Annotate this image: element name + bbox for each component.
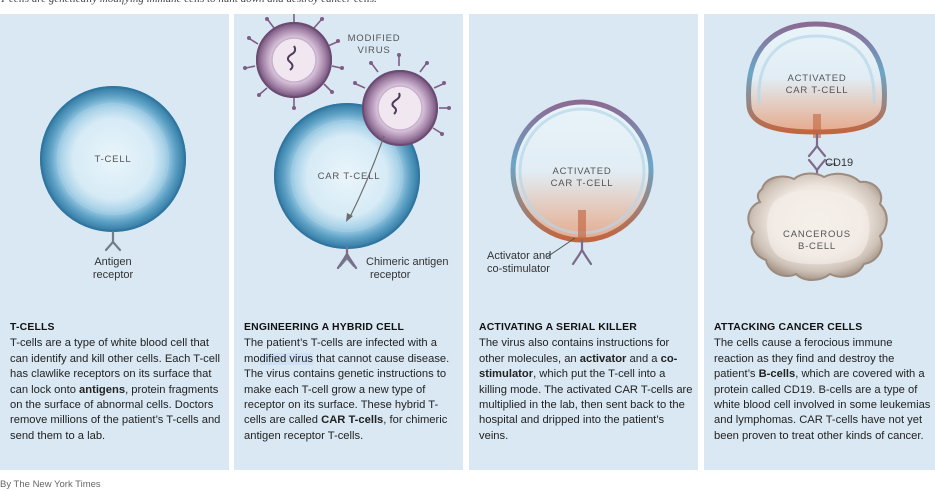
activator-caption: Activator and co-stimulator	[487, 250, 552, 275]
modified-virus-icon	[243, 14, 344, 110]
car-receptor-icon	[807, 132, 827, 158]
credit-line: By The New York Times	[0, 479, 101, 490]
t-cell-label: T-CELL	[94, 154, 132, 165]
cancerous-b-cell-label: CANCEROUS B-CELL	[783, 229, 851, 252]
activated-cell-label: ACTIVATED CAR T-CELL	[550, 166, 614, 189]
panel-activating: ACTIVATED CAR T-CELL Activator and co-st…	[469, 14, 698, 470]
t-cell-illustration	[40, 86, 186, 252]
panel-text: T-CELLS T-cells are a type of white bloo…	[10, 320, 225, 444]
panel-text: ATTACKING CANCER CELLS The cells cause a…	[714, 320, 934, 444]
panel-heading: ATTACKING CANCER CELLS	[714, 322, 863, 333]
car-t-cell-illustration	[243, 14, 451, 270]
panel-attacking: ACTIVATED CAR T-CELL CD19 CANCEROUS B-CE…	[704, 14, 935, 470]
intro-text: T-cells are genetically modifying immune…	[0, 0, 935, 9]
panel-body: T-cells are a type of white blood cell t…	[10, 337, 221, 442]
text-selection: dified virus	[259, 352, 314, 365]
activated-cell-illustration	[510, 99, 654, 266]
activator-receptor-icon	[571, 238, 593, 266]
car-t-cell-label: CAR T-CELL	[317, 171, 381, 182]
panel-body: The virus also contains instructions for…	[479, 337, 693, 442]
panel-body: The cells cause a ferocious immune react…	[714, 337, 931, 442]
activator-pointer	[546, 237, 576, 258]
panel-heading: ACTIVATING A SERIAL KILLER	[479, 322, 637, 333]
panel-t-cells: T-CELL Antigen receptor T-CELLS T-cells …	[0, 14, 229, 470]
insertion-arrow-icon	[349, 135, 385, 218]
panel-text: ENGINEERING A HYBRID CELL The patient’s …	[244, 320, 459, 444]
modified-virus-label: MODIFIED VIRUS	[347, 33, 401, 56]
attack-illustration	[746, 21, 888, 281]
panel-heading: ENGINEERING A HYBRID CELL	[244, 322, 405, 333]
panel-engineering: MODIFIED VIRUS CAR T-CELL Chimeric antig…	[234, 14, 463, 470]
cd19-caption: CD19	[825, 157, 854, 169]
chimeric-receptor-icon	[336, 245, 358, 270]
panel-heading: T-CELLS	[10, 322, 55, 333]
chimeric-receptor-caption: Chimeric antigen receptor	[366, 256, 449, 281]
panel-body: The patient’s T-cells are infected with …	[244, 337, 450, 442]
fused-virus-icon	[353, 53, 451, 146]
activated-cell-label: ACTIVATED CAR T-CELL	[785, 73, 849, 96]
antigen-receptor-caption: Antigen receptor	[92, 256, 134, 281]
panel-text: ACTIVATING A SERIAL KILLER The virus als…	[479, 320, 694, 444]
antigen-receptor-icon	[104, 230, 122, 252]
